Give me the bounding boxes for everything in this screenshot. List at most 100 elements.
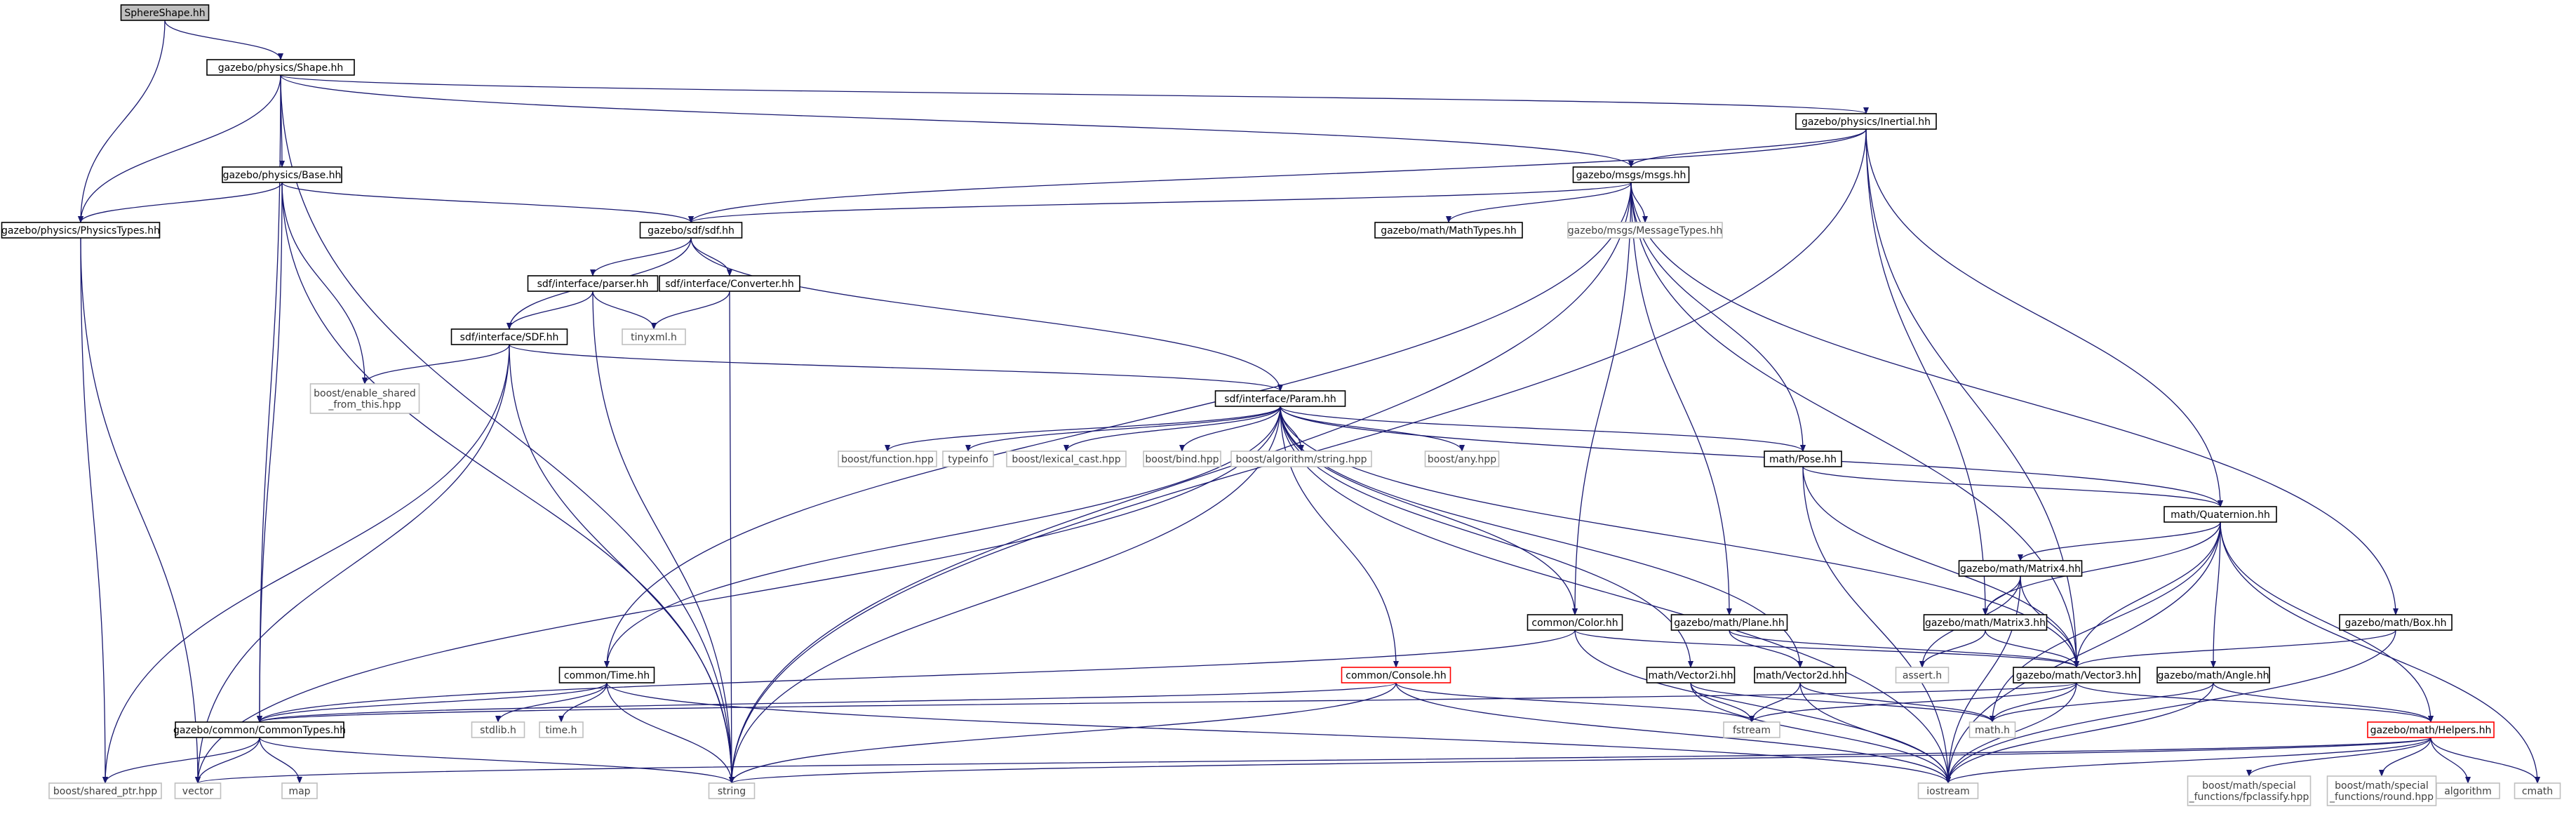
edge-inertial-to-sdf (688, 128, 1867, 223)
node-label: algorithm (2444, 786, 2492, 797)
node-parser[interactable]: sdf/interface/parser.hh (527, 275, 659, 292)
node-mathtypes[interactable]: gazebo/math/MathTypes.hh (1374, 222, 1523, 239)
edge-commontypes-to-string (259, 737, 734, 784)
edge-quaternion-to-matrix3 (1983, 521, 2221, 615)
node-sdfh[interactable]: sdf/interface/SDF.hh (450, 328, 568, 345)
edge-quaternion-to-matrix4 (2018, 521, 2221, 561)
node-box (120, 4, 210, 21)
node-string: string (708, 782, 756, 799)
node-label: math/Vector2d.hh (1756, 670, 1844, 681)
node-converter[interactable]: sdf/interface/Converter.hh (659, 275, 800, 292)
node-pose[interactable]: math/Pose.hh (1764, 451, 1842, 467)
node-label: stdlib.h (480, 725, 516, 736)
edge-matrix4-to-iostream (1945, 575, 2021, 784)
edge-color-to-iostream (1574, 629, 1951, 784)
node-label: tinyxml.h (631, 332, 677, 343)
edge-inertial-to-matrix3 (1865, 128, 1988, 615)
edge-param-to-vector2i (1280, 406, 1693, 668)
edge-base-to-enable_shared (281, 182, 368, 385)
node-label: map (288, 786, 310, 797)
node-box (174, 782, 222, 799)
node-function: boost/function.hpp (838, 451, 937, 467)
node-matrix4[interactable]: gazebo/math/Matrix4.hh (1958, 560, 2083, 577)
node-msgs[interactable]: gazebo/msgs/msgs.hh (1572, 166, 1690, 183)
node-box (1895, 667, 1950, 683)
edge-param-to-iostream (1280, 406, 1951, 784)
node-box (471, 721, 525, 738)
node-commontypes[interactable]: gazebo/common/CommonTypes.hh (173, 721, 346, 738)
node-label: sdf/interface/Param.hh (1224, 394, 1336, 405)
node-box (2164, 506, 2277, 523)
edge-parser-to-string (592, 291, 734, 784)
node-label: common/Color.hh (1531, 618, 1618, 629)
node-physicstypes[interactable]: gazebo/physics/PhysicsTypes.hh (1, 222, 161, 239)
node-matrix3[interactable]: gazebo/math/Matrix3.hh (1923, 614, 2048, 631)
edge-sdfh-to-vector (195, 344, 510, 784)
node-box (1214, 390, 1346, 407)
edge-helpers-to-vector (195, 737, 2431, 784)
edge-commontypes-to-vector (195, 737, 260, 784)
node-timeh[interactable]: common/Time.hh (558, 667, 655, 683)
nodes-layer: SphereShape.hh gazebo/physics/Shape.hh gaz… (1, 4, 2561, 806)
node-label: sdf/interface/SDF.hh (460, 332, 559, 343)
node-box (2326, 775, 2437, 806)
node-sphereshape[interactable]: SphereShape.hh (120, 4, 210, 21)
node-cmath: cmath (2514, 782, 2561, 799)
edge-helpers-to-string (729, 737, 2431, 784)
node-vector2i[interactable]: math/Vector2i.hh (1646, 667, 1736, 683)
node-box (2436, 782, 2500, 799)
node-label: cmath (2522, 786, 2553, 797)
edges-layer (78, 20, 2540, 784)
node-label: gazebo/sdf/sdf.hh (648, 225, 734, 236)
edge-quaternion-to-iostream (1945, 521, 2221, 784)
node-label: gazebo/physics/Base.hh (223, 170, 342, 181)
edge-param-to-lexical (1064, 406, 1281, 452)
edge-sdf-to-converter (690, 237, 732, 276)
node-label: vector (182, 786, 214, 797)
node-helpers[interactable]: gazebo/math/Helpers.hh (2367, 721, 2495, 738)
edge-shape-to-commontypes (257, 74, 281, 723)
node-box (2187, 775, 2312, 806)
edge-angle-to-iostream (1945, 682, 2214, 784)
node-label: boost/math/special (2202, 780, 2296, 792)
edge-sdf-to-param (690, 237, 1283, 392)
edge-sdfh-to-enable_shared (362, 344, 510, 385)
node-label: gazebo/msgs/MessageTypes.hh (1568, 225, 1722, 236)
edge-base-to-string (281, 182, 734, 784)
node-vector3[interactable]: gazebo/math/Vector3.hh (2013, 667, 2140, 683)
node-quaternion[interactable]: math/Quaternion.hh (2164, 506, 2277, 523)
node-label: iostream (1926, 786, 1970, 797)
node-console[interactable]: common/Console.hh (1341, 667, 1451, 683)
node-shape[interactable]: gazebo/physics/Shape.hh (206, 59, 355, 76)
node-boxh[interactable]: gazebo/math/Box.hh (2339, 614, 2453, 631)
edge-msgs-to-mathtypes (1446, 182, 1632, 223)
node-messagetypes: gazebo/msgs/MessageTypes.hh (1567, 222, 1723, 239)
node-bind: boost/bind.hpp (1143, 451, 1221, 467)
edge-base-to-commontypes (257, 182, 283, 723)
node-angle[interactable]: gazebo/math/Angle.hh (2156, 667, 2270, 683)
edge-timeh-to-commontypes (257, 682, 608, 723)
edge-param-to-color (1280, 406, 1578, 615)
node-vector2d[interactable]: math/Vector2d.hh (1754, 667, 1846, 683)
node-base[interactable]: gazebo/physics/Base.hh (222, 166, 342, 183)
node-plane[interactable]: gazebo/math/Plane.hh (1670, 614, 1788, 631)
edge-vector2d-to-mathh (1799, 682, 1995, 723)
edge-quaternion-to-angle (2211, 521, 2221, 668)
node-lexical: boost/lexical_cast.hpp (1006, 451, 1127, 467)
node-box (222, 166, 342, 183)
edge-console-to-commontypes (257, 682, 1397, 723)
node-sdf[interactable]: gazebo/sdf/sdf.hh (639, 222, 743, 239)
node-box (2367, 721, 2495, 738)
node-inertial[interactable]: gazebo/physics/Inertial.hh (1795, 113, 1937, 130)
edge-console-to-iostream (1395, 682, 1951, 784)
node-color[interactable]: common/Color.hh (1527, 614, 1623, 631)
edge-color-to-commontypes (257, 629, 1576, 723)
node-box (2339, 614, 2453, 631)
node-box (1968, 721, 2016, 738)
node-label: gazebo/physics/PhysicsTypes.hh (1, 225, 160, 236)
node-label: gazebo/math/Vector3.hh (2016, 670, 2138, 681)
node-vector: vector (174, 782, 222, 799)
node-param[interactable]: sdf/interface/Param.hh (1214, 390, 1346, 407)
edge-sdfh-to-shared_ptr (102, 344, 510, 784)
node-label: math/Quaternion.hh (2171, 509, 2270, 521)
